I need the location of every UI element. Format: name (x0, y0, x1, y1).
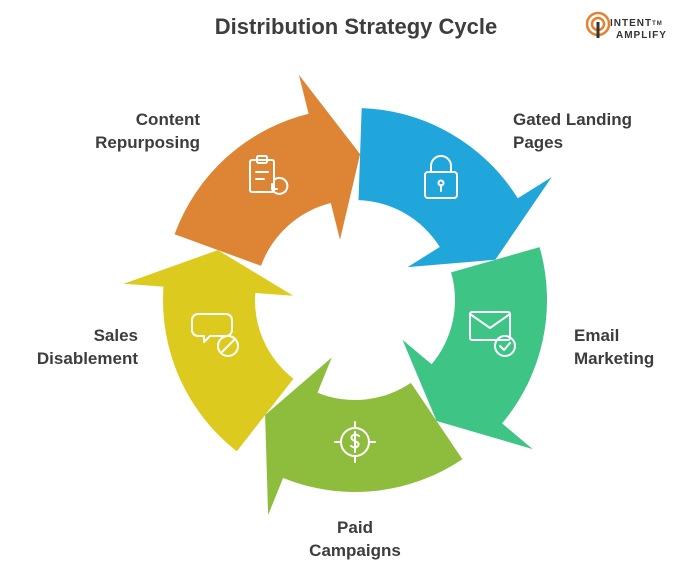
label-paid-campaigns: Paid Campaigns (280, 516, 430, 562)
label-content-repurposing: Content Repurposing (70, 108, 200, 154)
lock-icon (424, 155, 458, 199)
label-line: Repurposing (95, 133, 200, 152)
label-email-marketing: Email Marketing (574, 324, 654, 370)
label-line: Email (574, 326, 620, 345)
label-line: Pages (513, 133, 564, 152)
chat-blocked-icon (191, 313, 239, 357)
logo-line2: AMPLIFY (616, 30, 667, 41)
label-sales-disablement: Sales Disablement (10, 324, 138, 370)
segment-email-marketing (402, 247, 548, 450)
logo-mark-icon (585, 11, 611, 38)
label-line: Paid (337, 518, 373, 537)
label-line: Disablement (36, 349, 138, 368)
page-title: Distribution Strategy Cycle (214, 14, 498, 39)
intent-amplify-logo: INTENTTM AMPLIFY (585, 8, 690, 48)
label-line: Campaigns (309, 541, 401, 560)
logo-tm: TM (652, 21, 663, 27)
label-line: Gated Landing (513, 110, 632, 129)
logo-line1: INTENT (610, 18, 653, 29)
envelope-check-icon (469, 311, 516, 357)
segment-gated-landing-pages (358, 108, 552, 268)
segment-content-repurposing (174, 74, 361, 266)
label-gated-landing-pages: Gated Landing Pages (513, 108, 632, 154)
clipboard-refresh-icon (249, 155, 289, 195)
dollar-target-icon (334, 421, 376, 463)
label-line: Sales (93, 326, 138, 345)
label-line: Marketing (574, 349, 655, 368)
segment-paid-campaigns (265, 357, 463, 516)
segment-sales-disablement (123, 250, 294, 452)
label-line: Content (135, 110, 200, 129)
